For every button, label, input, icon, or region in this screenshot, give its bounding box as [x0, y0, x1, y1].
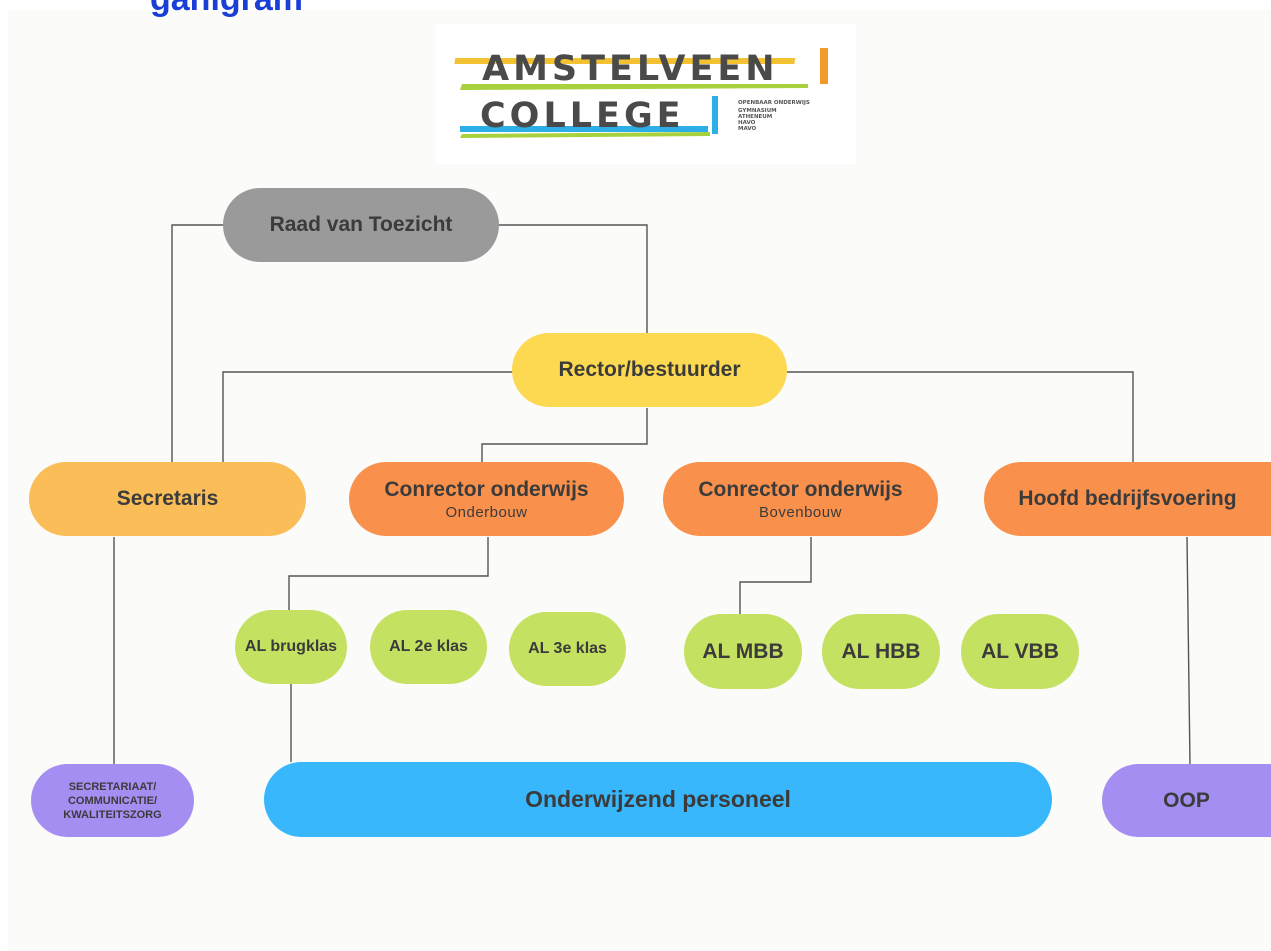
node-conrector-onderbouw: Conrector onderwijs Onderbouw: [349, 462, 624, 536]
node-label-line: KWALITEITSZORG: [63, 808, 162, 821]
node-oop: OOP: [1102, 764, 1271, 837]
node-label: AL HBB: [841, 639, 921, 663]
svg-text:ATHENEUM: ATHENEUM: [738, 114, 772, 120]
line-raad-rector: [497, 224, 648, 335]
node-rector-bestuurder: Rector/bestuurder: [512, 333, 787, 407]
node-al-mbb: AL MBB: [684, 614, 802, 689]
svg-text:AMSTELVEEN: AMSTELVEEN: [482, 49, 779, 89]
node-label: OOP: [1163, 788, 1210, 812]
line-rector-conrectors: [481, 408, 648, 463]
node-label: AL 3e klas: [528, 640, 607, 657]
node-label: Hoofd bedrijfsvoering: [1018, 487, 1237, 510]
node-label-line: COMMUNICATIE/: [67, 794, 157, 807]
line-rector-secretaris: [222, 371, 515, 463]
node-secretariaat: SECRETARIAAT/ COMMUNICATIE/ KWALITEITSZO…: [31, 764, 194, 837]
node-conrector-bovenbouw: Conrector onderwijs Bovenbouw: [663, 462, 938, 536]
node-label-line: SECRETARIAAT/: [68, 780, 157, 793]
node-label: AL MBB: [702, 639, 784, 663]
svg-text:HAVO: HAVO: [738, 120, 756, 126]
node-al-hbb: AL HBB: [822, 614, 940, 689]
line-rector-hoofd: [786, 371, 1134, 463]
node-label: Conrector onderwijs: [698, 477, 903, 501]
svg-text:MAVO: MAVO: [738, 126, 757, 132]
node-label: AL brugklas: [244, 638, 338, 655]
node-al-2e-klas: AL 2e klas: [370, 610, 487, 684]
line-hoofd-oop: [1186, 536, 1191, 766]
line-conrector-boven-als: [739, 537, 812, 614]
node-label: AL 2e klas: [389, 638, 468, 655]
node-onderwijzend-personeel: Onderwijzend personeel: [264, 762, 1052, 837]
amstelveen-college-logo: AMSTELVEEN COLLEGE OPENBAAR ONDERWIJS GY…: [436, 24, 856, 164]
svg-text:GYMNASIUM: GYMNASIUM: [738, 108, 777, 114]
node-label: Conrector onderwijs: [384, 477, 589, 501]
page-heading: ganigram: [150, 0, 303, 19]
node-label: Raad van Toezicht: [269, 213, 453, 236]
line-raad-secretaris: [171, 224, 225, 463]
node-secretaris: Secretaris: [29, 462, 306, 536]
node-label: Secretaris: [116, 487, 219, 510]
svg-text:COLLEGE: COLLEGE: [480, 96, 685, 136]
node-al-brugklas: AL brugklas: [235, 610, 347, 684]
node-al-3e-klas: AL 3e klas: [509, 612, 626, 686]
node-sublabel: Bovenbouw: [759, 503, 842, 521]
node-hoofd-bedrijfsvoering: Hoofd bedrijfsvoering: [984, 462, 1271, 536]
line-conrector-onder-als: [288, 537, 489, 610]
node-sublabel: Onderbouw: [445, 503, 528, 521]
node-label: AL VBB: [981, 639, 1059, 663]
svg-text:OPENBAAR ONDERWIJS: OPENBAAR ONDERWIJS: [738, 100, 810, 106]
node-label: Rector/bestuurder: [558, 358, 741, 381]
node-al-vbb: AL VBB: [961, 614, 1079, 689]
node-label: Onderwijzend personeel: [525, 786, 791, 812]
node-raad-van-toezicht: Raad van Toezicht: [223, 188, 499, 262]
